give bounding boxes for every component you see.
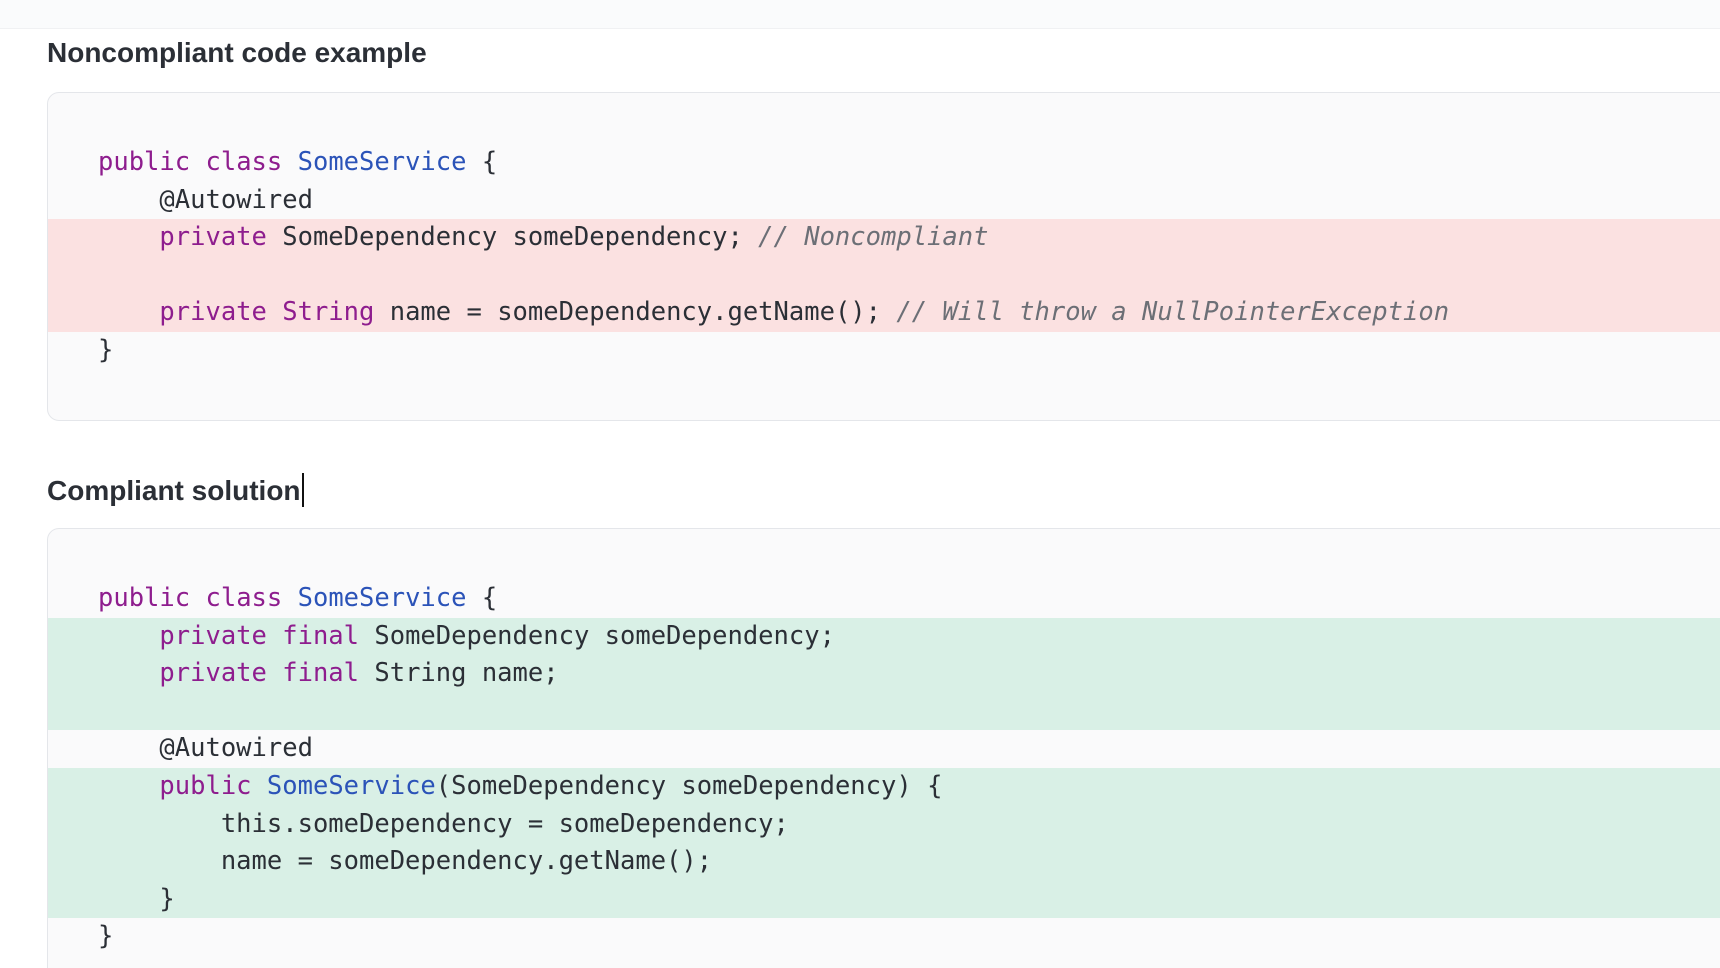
code-token: @Autowired — [159, 733, 313, 764]
code-line-removed: private SomeDependency someDependency; /… — [48, 219, 1720, 257]
code-keyword: String — [282, 297, 375, 328]
code-line: @Autowired — [48, 730, 1720, 768]
code-token: String name; — [359, 658, 559, 689]
code-token: } — [159, 883, 175, 914]
code-line: } — [48, 918, 1720, 956]
code-comment: // Will throw a NullPointerException — [896, 297, 1450, 328]
code-keyword: public — [159, 770, 252, 801]
code-keyword: final — [282, 620, 360, 651]
code-line: } — [48, 332, 1720, 370]
code-line: public class SomeService { — [48, 580, 1720, 618]
top-bar — [0, 0, 1720, 29]
code-token: } — [98, 334, 114, 365]
code-type: SomeService — [297, 147, 467, 177]
code-token: SomeDependency someDependency; — [266, 222, 759, 253]
code-token: (SomeDependency someDependency) { — [435, 770, 943, 801]
code-token — [267, 658, 282, 688]
code-line-added: name = someDependency.getName(); — [48, 843, 1720, 881]
code-keyword: public — [98, 147, 191, 177]
code-type: SomeService — [297, 583, 467, 613]
code-comment: // Noncompliant — [758, 222, 989, 253]
code-token — [190, 147, 205, 177]
code-line-removed: private String name = someDependency.get… — [48, 294, 1720, 332]
code-keyword: private — [159, 222, 267, 253]
code-token — [282, 583, 297, 613]
code-keyword: private — [159, 658, 267, 689]
code-token: SomeDependency someDependency; — [359, 620, 835, 651]
code-token — [267, 621, 282, 651]
code-keyword: private — [159, 297, 267, 328]
code-token — [282, 147, 297, 177]
noncompliant-code-block[interactable]: public class SomeService { @Autowired pr… — [47, 92, 1720, 421]
code-token: { — [466, 147, 498, 177]
code-token — [267, 297, 282, 327]
code-token — [190, 583, 205, 613]
compliant-heading: Compliant solution — [47, 473, 304, 507]
compliant-code-block[interactable]: public class SomeService { private final… — [47, 528, 1720, 968]
noncompliant-heading: Noncompliant code example — [47, 37, 427, 68]
code-token: } — [98, 921, 114, 952]
code-keyword: final — [282, 658, 360, 689]
code-line-added — [48, 692, 1720, 731]
code-keyword: class — [205, 147, 283, 177]
code-token: @Autowired — [159, 184, 313, 215]
code-line: @Autowired — [48, 182, 1720, 220]
compliant-heading-text: Compliant solution — [47, 475, 301, 506]
compliant-code-lines: public class SomeService { private final… — [48, 580, 1720, 956]
code-line-removed — [48, 256, 1720, 295]
code-keyword: private — [159, 620, 267, 651]
code-line-added: private final String name; — [48, 655, 1720, 693]
code-token: { — [466, 583, 498, 613]
code-line-added: } — [48, 880, 1720, 919]
code-line-added: this.someDependency = someDependency; — [48, 805, 1720, 844]
code-keyword: class — [205, 583, 283, 613]
code-type: SomeService — [266, 770, 436, 801]
code-token — [252, 771, 267, 801]
text-cursor — [301, 473, 304, 507]
code-line-added: private final SomeDependency someDepende… — [48, 617, 1720, 656]
code-keyword: public — [98, 583, 191, 613]
code-line: public class SomeService { — [48, 144, 1720, 182]
code-token: name = someDependency.getName(); — [220, 846, 713, 877]
code-token: name = someDependency.getName(); — [374, 297, 897, 328]
code-line-added: public SomeService(SomeDependency someDe… — [48, 767, 1720, 806]
code-token: this.someDependency = someDependency; — [220, 808, 789, 839]
noncompliant-code-lines: public class SomeService { @Autowired pr… — [48, 144, 1720, 370]
